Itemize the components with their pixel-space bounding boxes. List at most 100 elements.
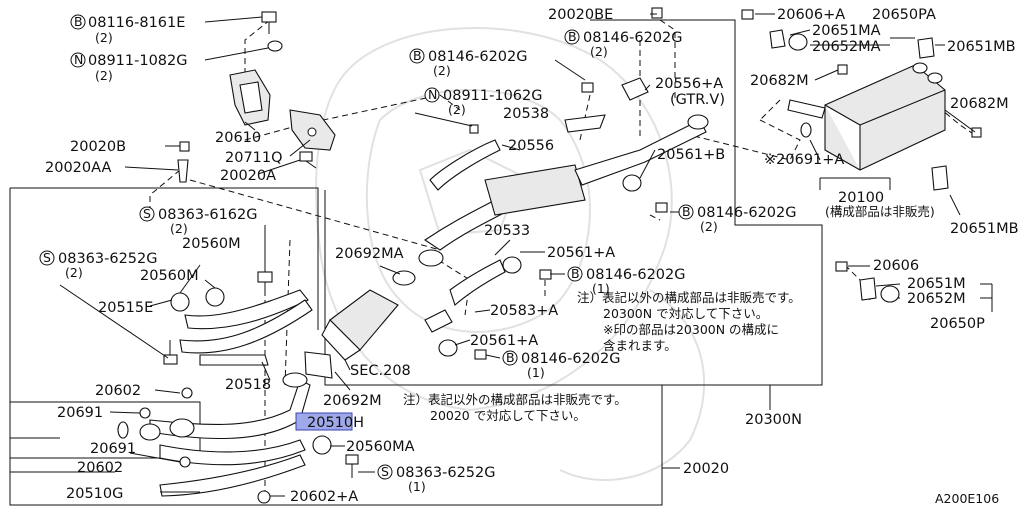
svg-text:S: S (381, 464, 389, 479)
label-20100-note: (構成部品は非販売) (825, 204, 935, 219)
label-20652M[interactable]: 20652M (907, 291, 966, 307)
label-20651M[interactable]: 20651M (907, 276, 966, 292)
label-08146-6202G-c[interactable]: B 08146-6202G (2) (678, 204, 797, 234)
label-20556A[interactable]: 20556+A (655, 76, 723, 92)
label-08146-6202G-a[interactable]: B 08146-6202G (2) (409, 48, 528, 78)
bolt-08363-6162G (257, 271, 273, 296)
label-20606A[interactable]: 20606+A (777, 7, 845, 23)
label-20510H[interactable]: 20510H (307, 415, 364, 431)
label-20602A[interactable]: 20602+A (290, 489, 358, 505)
bolt-08146-6202G-a (581, 82, 594, 93)
svg-text:(1): (1) (408, 479, 426, 494)
bolt-08146-6202G-d (539, 269, 552, 280)
svg-text:B: B (571, 266, 580, 281)
part-drawings (117, 7, 982, 504)
label-08146-6202G-d[interactable]: B 08146-6202G (1) (567, 266, 686, 296)
svg-text:注）表記以外の構成部品は非販売です。: 注）表記以外の構成部品は非販売です。 (577, 290, 801, 305)
label-20560M-b[interactable]: 20560M (140, 268, 199, 284)
label-20515E[interactable]: 20515E (98, 300, 153, 316)
label-20650P[interactable]: 20650P (930, 316, 985, 332)
label-08146-6202G-e[interactable]: B 08146-6202G (1) (502, 350, 621, 380)
label-20538[interactable]: 20538 (503, 106, 549, 122)
label-08363-6252G-bot[interactable]: S 08363-6252G (1) (377, 464, 496, 494)
gasket-20692MA (392, 270, 416, 286)
label-20651MB-b[interactable]: 20651MB (950, 221, 1019, 237)
label-20020[interactable]: 20020 (683, 461, 729, 477)
label-20691-a[interactable]: 20691 (57, 405, 103, 421)
label-20020A[interactable]: 20020A (220, 168, 276, 184)
label-08116-8161E[interactable]: B 08116-8161E (2) (70, 14, 185, 45)
label-20561A-a[interactable]: 20561+A (547, 245, 615, 261)
muffler-20100 (787, 62, 946, 171)
clip-20682M-b (971, 127, 982, 138)
label-08911-1062G[interactable]: N 08911-1062G (2) (424, 87, 543, 117)
label-20602-b[interactable]: 20602 (77, 460, 123, 476)
label-08911-1082G[interactable]: N 08911-1082G (2) (70, 52, 188, 83)
nut-20538 (469, 124, 479, 134)
label-20691A[interactable]: ※20691+A (764, 152, 844, 168)
label-20652MA[interactable]: 20652MA (812, 39, 881, 55)
label-20682M-a[interactable]: 20682M (750, 73, 809, 89)
bolt-20606 (835, 261, 848, 272)
bracket-20556A (621, 77, 649, 101)
label-20518[interactable]: 20518 (225, 377, 271, 393)
clamp-20561A-a (502, 256, 522, 274)
front-pipe-20020 (139, 289, 313, 497)
label-20651MB-a[interactable]: 20651MB (947, 39, 1016, 55)
svg-text:08911-1082G: 08911-1082G (88, 53, 188, 69)
label-20692MA[interactable]: 20692MA (335, 246, 404, 262)
bolt-20606A (741, 9, 754, 20)
svg-text:N: N (428, 87, 437, 102)
label-20610[interactable]: 20610 (215, 130, 261, 146)
label-20561B[interactable]: 20561+B (657, 147, 725, 163)
label-20560M-a[interactable]: 20560M (182, 236, 241, 252)
label-20560MA[interactable]: 20560MA (346, 439, 415, 455)
label-20100[interactable]: 20100 (838, 190, 884, 206)
svg-text:08146-6202G: 08146-6202G (521, 351, 621, 367)
svg-text:(1): (1) (592, 281, 610, 296)
notes-20300N: 注）表記以外の構成部品は非販売です。 20300N で対応して下さい。 ※印の部… (577, 290, 801, 353)
hanger-20651MB-b (931, 165, 949, 191)
bolt-08146-6202G-c (655, 202, 668, 213)
label-20682M-b[interactable]: 20682M (950, 96, 1009, 112)
clamp-20561A-b (438, 339, 458, 357)
clamp-20561B (622, 174, 642, 192)
label-20651MA[interactable]: 20651MA (812, 23, 881, 39)
svg-text:08146-6202G: 08146-6202G (428, 49, 528, 65)
svg-text:含まれます。: 含まれます。 (603, 338, 677, 353)
label-20692M[interactable]: 20692M (323, 393, 382, 409)
svg-text:(2): (2) (65, 265, 83, 280)
svg-text:(2): (2) (170, 221, 188, 236)
svg-text:08911-1062G: 08911-1062G (443, 88, 543, 104)
label-20020AA[interactable]: 20020AA (45, 160, 111, 176)
svg-text:(2): (2) (433, 63, 451, 78)
label-20300N[interactable]: 20300N (745, 412, 802, 428)
label-20583A[interactable]: 20583+A (490, 303, 558, 319)
label-20510G[interactable]: 20510G (66, 486, 123, 502)
svg-text:20300N で対応して下さい。: 20300N で対応して下さい。 (603, 306, 768, 321)
label-20020BE[interactable]: 20020BE (548, 7, 613, 23)
label-08363-6252G-top[interactable]: S 08363-6252G (2) (39, 250, 158, 280)
svg-text:S: S (43, 250, 51, 265)
svg-text:(2): (2) (700, 219, 718, 234)
bushing-20652M (880, 285, 900, 303)
label-20602-a[interactable]: 20602 (95, 383, 141, 399)
gasket-20691-b (117, 421, 129, 439)
label-20556[interactable]: 20556 (508, 138, 554, 154)
label-20561A-b[interactable]: 20561+A (470, 333, 538, 349)
label-08146-6202G-b[interactable]: B 08146-6202G (2) (564, 29, 683, 59)
label-20533[interactable]: 20533 (484, 223, 530, 239)
part-labels: B 08116-8161E (2) N 08911-1082G (2) 2061… (39, 7, 1019, 505)
label-sec208[interactable]: SEC.208 (350, 363, 411, 379)
hanger-20711Q (289, 109, 336, 151)
label-08363-6162G[interactable]: S 08363-6162G (2) (139, 206, 258, 236)
label-20650PA[interactable]: 20650PA (872, 7, 936, 23)
label-20691-b[interactable]: 20691 (90, 441, 136, 457)
hanger-20651MB-a (917, 37, 935, 59)
label-20711Q[interactable]: 20711Q (225, 150, 283, 166)
clamp-20560M-b (205, 287, 225, 307)
label-20020B[interactable]: 20020B (70, 139, 126, 155)
svg-text:(2): (2) (95, 68, 113, 83)
bushing-20652MA (788, 33, 808, 51)
label-20606[interactable]: 20606 (873, 258, 919, 274)
